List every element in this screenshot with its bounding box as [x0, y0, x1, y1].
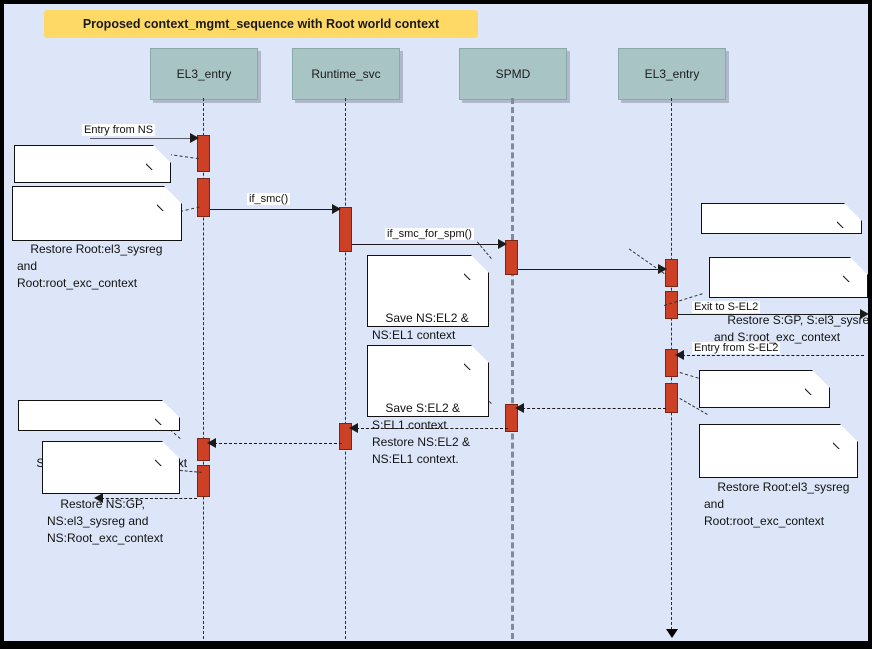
- arrowhead-icon: [515, 403, 524, 413]
- note-text: Save S:EL2 & S:EL1 context Restore NS:EL…: [372, 401, 471, 466]
- note-fold-icon: [840, 424, 858, 442]
- activation-bar: [197, 465, 210, 497]
- note-save-s-gp: Save S:GP and S:root_exc_context: [699, 370, 830, 457]
- message-label-if-smc: if_smc(): [247, 193, 291, 205]
- arrowhead-icon: [332, 204, 341, 214]
- note-text: Restore Root:el3_sysreg and Root:root_ex…: [704, 480, 850, 528]
- message-line-if-smc: [210, 209, 336, 210]
- message-label-entry-from-s-el2: Entry from S-EL2: [692, 342, 781, 354]
- note-fold-icon: [164, 186, 182, 204]
- arrowhead-icon: [94, 493, 103, 503]
- message-line-spmd-to-el3-entry: [518, 269, 662, 270]
- note-fold-icon: [850, 257, 868, 275]
- note-leader-line: [628, 248, 665, 274]
- activation-bar: [665, 383, 678, 413]
- lifeline-label: SPMD: [495, 67, 531, 81]
- note-save-ns-gp: Save NS:GP and NS:Root_exc_context: [14, 145, 171, 232]
- note-leader-line: [168, 154, 199, 160]
- note-fold-icon: [162, 441, 180, 459]
- message-label-if-smc-for-spm: if_smc_for_spm(): [385, 228, 474, 240]
- message-line-if-smc-for-spm: [352, 244, 502, 245]
- arrowhead-icon: [860, 309, 868, 319]
- note-save-s-el2: Save S:EL2 & S:EL1 context Restore NS:EL…: [367, 345, 489, 466]
- lifeline-header-el3-entry-right[interactable]: EL3_entry: [618, 48, 726, 100]
- arrowhead-icon: [658, 264, 667, 274]
- message-label-exit-to-s-el2: Exit to S-EL2: [692, 301, 761, 313]
- message-line-return-to-ns: [101, 498, 197, 499]
- diagram-title: Proposed context_mgmt_sequence with Root…: [44, 10, 478, 38]
- message-line-exit-to-s-el2: [678, 314, 864, 315]
- lifeline-label: EL3_entry: [644, 67, 700, 81]
- note-restore-root-el3-sysreg-right: Restore Root:el3_sysreg and Root:root_ex…: [699, 424, 858, 528]
- note-fold-icon: [812, 370, 830, 388]
- lifeline-terminator-arrow-icon: [666, 629, 678, 638]
- message-line-return-to-spmd: [522, 408, 666, 409]
- message-line-entry-from-ns: [90, 138, 194, 139]
- note-fold-icon: [153, 145, 171, 163]
- message-label-entry-from-ns: Entry from NS: [82, 124, 156, 136]
- arrowhead-icon: [349, 423, 358, 433]
- lifeline-runtime-svc: [345, 98, 346, 639]
- activation-bar: [197, 438, 210, 461]
- activation-bar: [665, 291, 678, 319]
- note-restore-ns-gp: Restore NS:GP, NS:el3_sysreg and NS:Root…: [42, 441, 180, 545]
- activation-bar: [339, 423, 352, 450]
- note-restore-s-gp: Restore S:GP, S:el3_sysreg and S:root_ex…: [709, 257, 868, 344]
- arrowhead-icon: [498, 239, 507, 249]
- message-line-return-to-el3-entry: [214, 443, 342, 444]
- lifeline-el3-entry-left: [203, 98, 204, 639]
- note-text: Restore NS:GP, NS:el3_sysreg and NS:Root…: [47, 497, 164, 545]
- activation-bar: [197, 135, 210, 172]
- activation-bar: [339, 207, 352, 252]
- arrowhead-icon: [190, 133, 199, 143]
- note-fold-icon: [471, 345, 489, 363]
- note-text: Restore Root:el3_sysreg and Root:root_ex…: [17, 242, 163, 290]
- note-save-root-exc-context-top: Save Root:root_exc_context: [701, 203, 868, 273]
- note-restore-root-el3-sysreg: Restore Root:el3_sysreg and Root:root_ex…: [12, 186, 182, 290]
- arrowhead-icon: [675, 350, 684, 360]
- note-save-ns-el2: Save NS:EL2 & NS:EL1 context Restore S:E…: [367, 255, 489, 376]
- lifeline-header-spmd[interactable]: SPMD: [459, 48, 567, 100]
- activation-bar: [505, 404, 518, 432]
- lifeline-spmd: [511, 98, 514, 639]
- note-save-root-exc-context-bottom: Save Root:root_exc_context: [18, 400, 187, 470]
- note-text: Restore S:GP, S:el3_sysreg and S:root_ex…: [714, 313, 868, 344]
- activation-bar: [665, 349, 678, 377]
- sequence-diagram-canvas: Proposed context_mgmt_sequence with Root…: [4, 4, 868, 641]
- lifeline-label: Runtime_svc: [311, 67, 381, 81]
- note-fold-icon: [471, 255, 489, 273]
- message-line-return-to-runtime-svc: [356, 428, 508, 429]
- activation-bar: [197, 178, 210, 217]
- lifeline-label: EL3_entry: [176, 67, 232, 81]
- lifeline-header-runtime-svc[interactable]: Runtime_svc: [292, 48, 400, 100]
- lifeline-header-el3-entry-left[interactable]: EL3_entry: [150, 48, 258, 100]
- note-fold-icon: [162, 400, 180, 418]
- activation-bar: [505, 240, 518, 275]
- message-line-entry-from-s-el2: [682, 355, 864, 356]
- arrowhead-icon: [207, 438, 216, 448]
- note-fold-icon: [844, 203, 862, 221]
